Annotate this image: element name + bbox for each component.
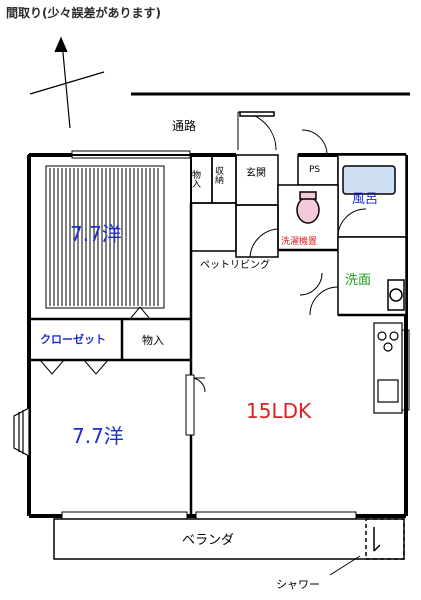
plan-title: 間取り(少々誤差があります) [6,5,161,20]
storage-right-label: 物入 [142,333,164,347]
laundry-label: 洗濯機置 [281,235,317,247]
storage-top-a-label: 物入 [190,169,201,188]
storage-top-b-label: 収納 [213,165,224,185]
north-arrow-icon [29,36,105,129]
toilet-laundry: 洗濯機置 [277,184,339,251]
pet-living-area: ペットリビング [190,202,279,271]
top-room: 7.7洋 [28,154,192,320]
genkan-label: 玄関 [246,166,266,179]
bay-window [13,407,30,457]
washroom-label: 洗面 [345,273,371,288]
corridor-label: 通路 [172,118,196,133]
washroom: 洗面 [309,236,407,316]
closet-doors [39,306,151,375]
veranda-label: ベランダ [182,533,234,548]
genkan: 玄関 [235,111,279,206]
room-bottom-label: 7.7洋 [72,424,124,448]
bath-label: 風呂 [352,192,378,207]
ldk-doors [185,272,323,436]
veranda: ベランダ [53,518,405,560]
storage-top: 物入 収納 [190,154,237,204]
pet-living-label: ペットリビング [200,258,270,271]
room-top-label: 7.7洋 [70,222,122,246]
closet-label: クローゼット [40,332,106,346]
ps-shaft: PS [297,129,339,186]
ldk-label: 15LDK [246,399,312,423]
inner-walls [29,203,406,516]
shower-label: シャワー [276,578,320,591]
ps-label: PS [309,165,320,175]
shower-callout-line [329,555,361,576]
kitchen-counter [373,322,403,414]
bathroom: 風呂 [337,154,407,238]
